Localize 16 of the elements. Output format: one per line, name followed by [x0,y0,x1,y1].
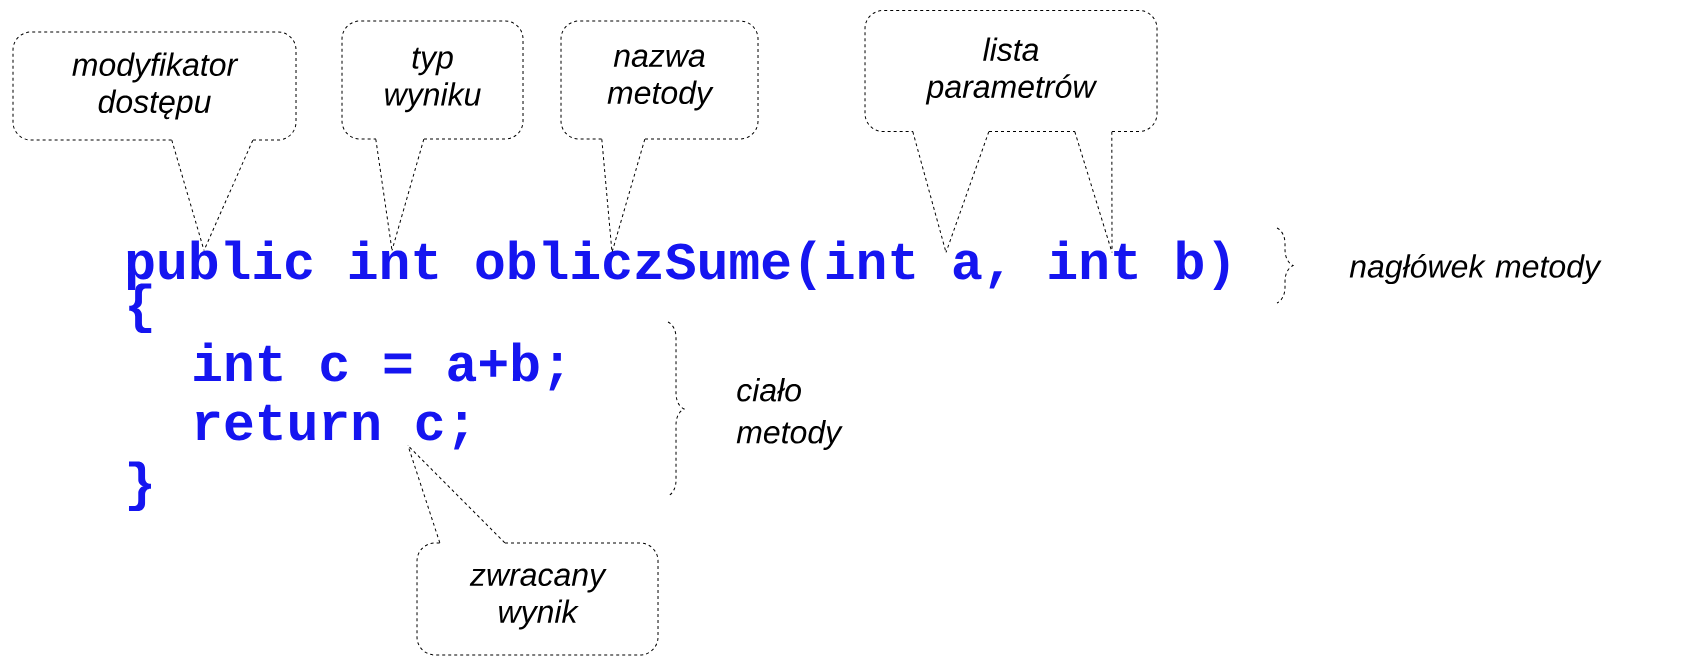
code-line: int c = a+b; [194,342,562,391]
callout-tail [171,139,254,251]
callout-box: nazwa metody [560,20,759,140]
callout-tail [375,138,425,251]
callout-box: modyfikator dostępu [12,31,297,141]
code-line: return c; [196,404,467,450]
callout-tail [601,138,646,253]
side-label: nagłówek metody [1349,253,1602,285]
callout-tail [407,445,506,544]
callout-box: lista parametrów [864,10,1158,132]
callout-box: typ wyniku [341,20,524,140]
code-line: } [128,461,151,511]
callout-box: zwracany wynik [416,542,659,656]
callout-tail [912,131,990,253]
callout-tail [1074,131,1113,253]
side-label: ciało metody [736,378,843,450]
